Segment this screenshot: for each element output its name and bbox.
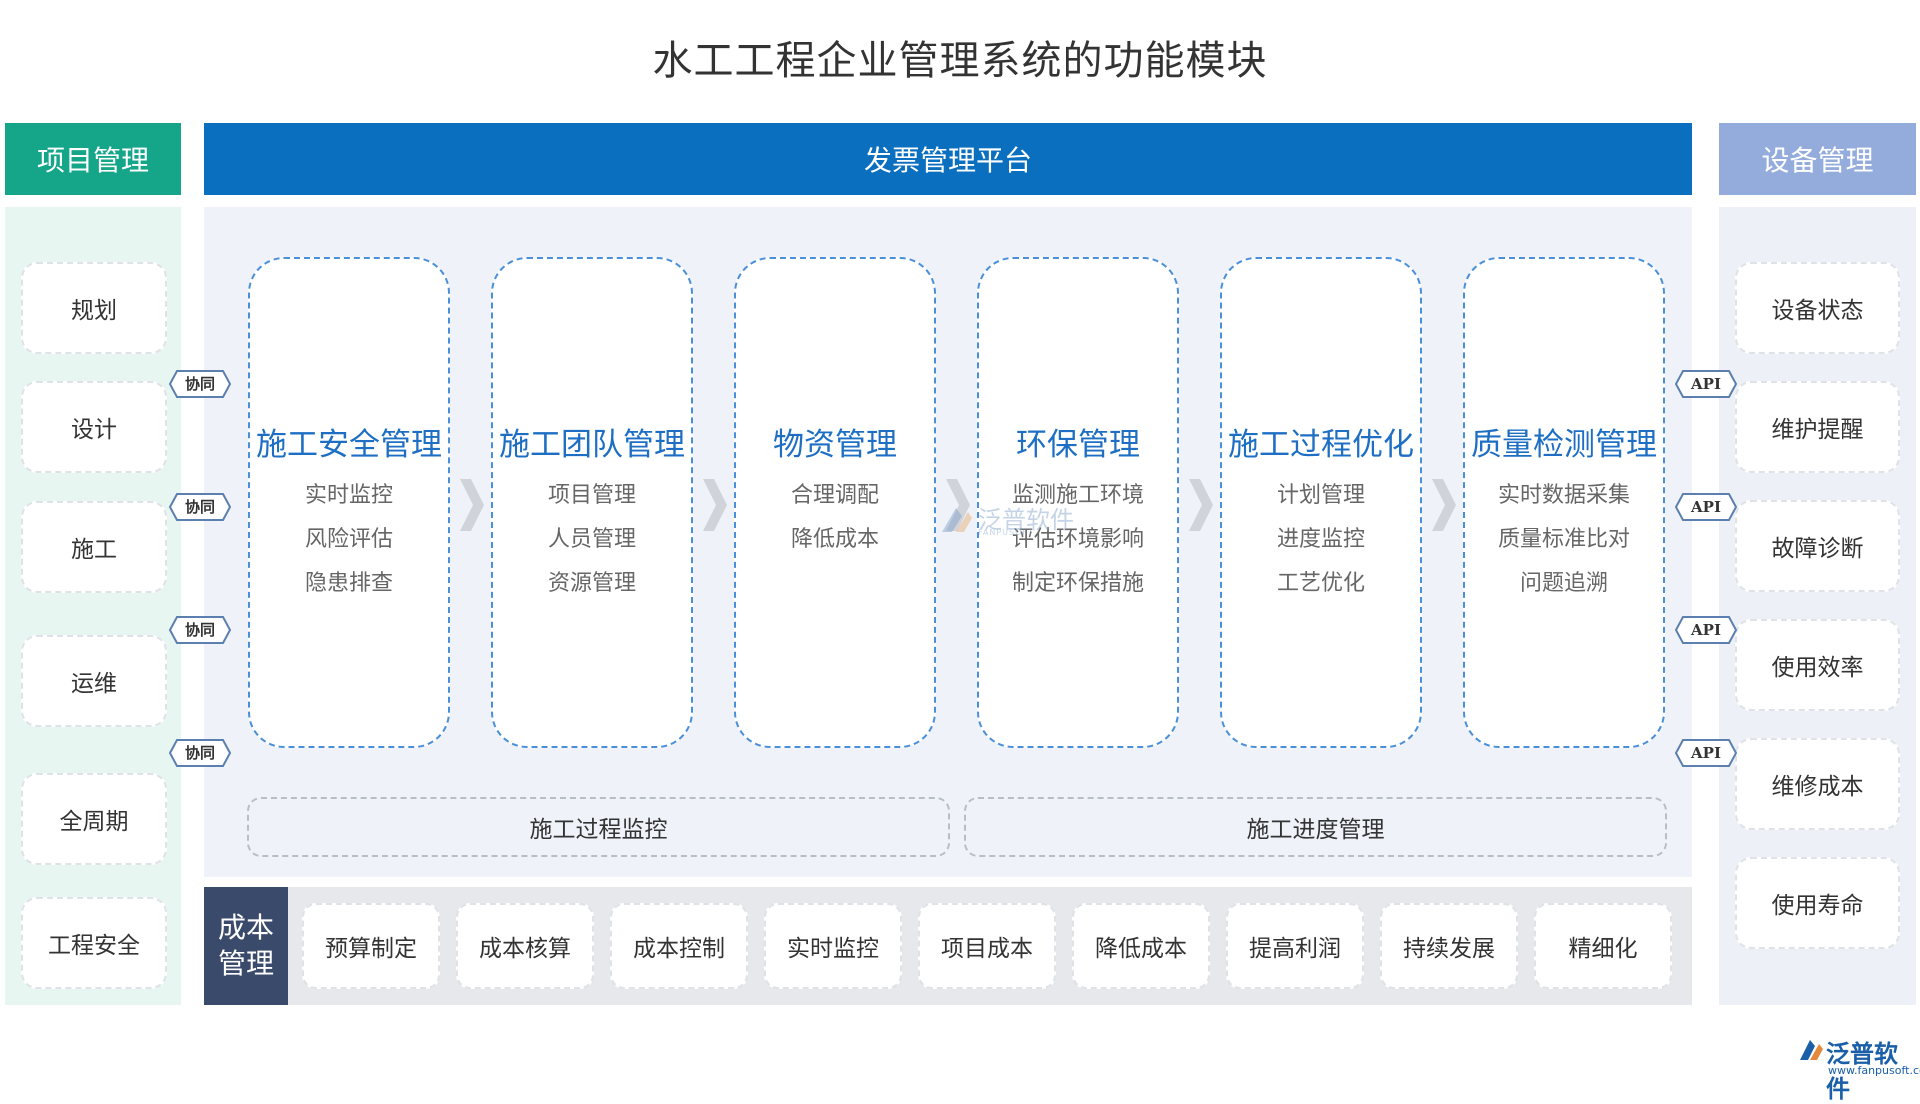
fanpu-logo-icon xyxy=(1800,1040,1823,1060)
brand-url: www.fanpusoft.com xyxy=(1828,1064,1920,1077)
left-item-construction: 施工 xyxy=(21,501,167,593)
fanpu-logo-icon xyxy=(942,508,972,532)
equipment-management-panel: 设备状态 维护提醒 故障诊断 使用效率 维修成本 使用寿命 xyxy=(1719,207,1916,1005)
module-process-optimization: 施工过程优化 计划管理 进度监控 工艺优化 xyxy=(1220,257,1422,748)
module-item: 项目管理 xyxy=(547,483,636,508)
cost-item-sustainable: 持续发展 xyxy=(1380,903,1518,989)
left-item-planning: 规划 xyxy=(21,262,167,354)
brand-logo: 泛普软件 www.fanpusoft.com xyxy=(1798,1034,1920,1103)
left-item-engineering-safety: 工程安全 xyxy=(21,897,167,989)
cost-item-refinement: 精细化 xyxy=(1534,903,1672,989)
header-equipment-management: 设备管理 xyxy=(1719,123,1916,195)
badge-label: 协同 xyxy=(184,744,215,762)
right-item-usage-efficiency: 使用效率 xyxy=(1735,619,1900,711)
modules-panel xyxy=(204,207,1692,877)
chevron-right-icon xyxy=(460,479,484,531)
progress-management-box: 施工进度管理 xyxy=(964,797,1667,857)
module-title: 物资管理 xyxy=(773,427,897,463)
api-badge: API xyxy=(1674,492,1738,522)
module-item: 实时监控 xyxy=(304,483,393,508)
right-item-equipment-status: 设备状态 xyxy=(1735,262,1900,354)
chevron-right-icon xyxy=(1189,479,1213,531)
module-item: 降低成本 xyxy=(790,527,879,552)
page-title: 水工工程企业管理系统的功能模块 xyxy=(652,38,1268,84)
cost-item-control: 成本控制 xyxy=(610,903,748,989)
cost-item-monitoring: 实时监控 xyxy=(764,903,902,989)
module-item: 隐患排查 xyxy=(304,571,393,596)
process-monitoring-box: 施工过程监控 xyxy=(247,797,950,857)
module-item: 计划管理 xyxy=(1276,483,1365,508)
right-item-fault-diagnosis: 故障诊断 xyxy=(1735,500,1900,592)
module-environmental: 环保管理 监测施工环境 评估环境影响 制定环保措施 xyxy=(977,257,1179,748)
cost-item-reduce-cost: 降低成本 xyxy=(1072,903,1210,989)
cost-item-accounting: 成本核算 xyxy=(456,903,594,989)
watermark-subtext: FANPUSOFT xyxy=(978,528,1034,537)
left-item-design: 设计 xyxy=(21,381,167,473)
right-item-maintenance-reminder: 维护提醒 xyxy=(1735,381,1900,473)
cost-management-bar: 成本管理 预算制定 成本核算 成本控制 实时监控 项目成本 降低成本 提高利润 … xyxy=(204,887,1692,1005)
cost-item-budget: 预算制定 xyxy=(302,903,440,989)
module-item: 评估环境影响 xyxy=(1011,527,1144,552)
module-item: 实时数据采集 xyxy=(1497,483,1630,508)
collaboration-badge: 协同 xyxy=(168,369,232,399)
badge-label: API xyxy=(1691,498,1721,516)
module-quality-inspection: 质量检测管理 实时数据采集 质量标准比对 问题追溯 xyxy=(1463,257,1665,748)
chevron-right-icon xyxy=(1432,479,1456,531)
cost-item-increase-profit: 提高利润 xyxy=(1226,903,1364,989)
badge-label: API xyxy=(1691,621,1721,639)
module-title: 施工过程优化 xyxy=(1228,427,1414,463)
module-item: 质量标准比对 xyxy=(1497,527,1630,552)
module-team-management: 施工团队管理 项目管理 人员管理 资源管理 xyxy=(491,257,693,748)
module-item: 问题追溯 xyxy=(1519,571,1608,596)
header-invoice-platform: 发票管理平台 xyxy=(204,123,1692,195)
collaboration-badge: 协同 xyxy=(168,615,232,645)
module-title: 环保管理 xyxy=(1016,427,1140,463)
module-item: 资源管理 xyxy=(547,571,636,596)
module-item: 人员管理 xyxy=(547,527,636,552)
left-item-operation: 运维 xyxy=(21,635,167,727)
chevron-right-icon xyxy=(946,479,970,531)
badge-label: API xyxy=(1691,744,1721,762)
module-item: 制定环保措施 xyxy=(1011,571,1144,596)
module-materials: 物资管理 合理调配 降低成本 xyxy=(734,257,936,748)
cost-item-project-cost: 项目成本 xyxy=(918,903,1056,989)
collaboration-badge: 协同 xyxy=(168,492,232,522)
watermark-text: 泛普软件 xyxy=(978,506,1074,534)
cost-management-label: 成本管理 xyxy=(204,887,288,1005)
api-badge: API xyxy=(1674,738,1738,768)
module-item: 合理调配 xyxy=(790,483,879,508)
right-item-service-life: 使用寿命 xyxy=(1735,857,1900,949)
module-item: 进度监控 xyxy=(1276,527,1365,552)
header-project-management: 项目管理 xyxy=(5,123,181,195)
module-title: 质量检测管理 xyxy=(1471,427,1657,463)
chevron-right-icon xyxy=(703,479,727,531)
badge-label: API xyxy=(1691,375,1721,393)
badge-label: 协同 xyxy=(184,375,215,393)
watermark: 泛普软件 FANPUSOFT xyxy=(938,500,1088,544)
module-title: 施工安全管理 xyxy=(256,427,442,463)
module-construction-safety: 施工安全管理 实时监控 风险评估 隐患排查 xyxy=(248,257,450,748)
module-title: 施工团队管理 xyxy=(499,427,685,463)
module-item: 工艺优化 xyxy=(1276,571,1365,596)
right-item-repair-cost: 维修成本 xyxy=(1735,738,1900,830)
api-badge: API xyxy=(1674,615,1738,645)
collaboration-badge: 协同 xyxy=(168,738,232,768)
module-item: 风险评估 xyxy=(304,527,393,552)
api-badge: API xyxy=(1674,369,1738,399)
module-item: 监测施工环境 xyxy=(1011,483,1144,508)
badge-label: 协同 xyxy=(184,498,215,516)
left-item-lifecycle: 全周期 xyxy=(21,773,167,865)
project-management-panel: 规划 设计 施工 运维 全周期 工程安全 xyxy=(5,207,181,1005)
badge-label: 协同 xyxy=(184,621,215,639)
